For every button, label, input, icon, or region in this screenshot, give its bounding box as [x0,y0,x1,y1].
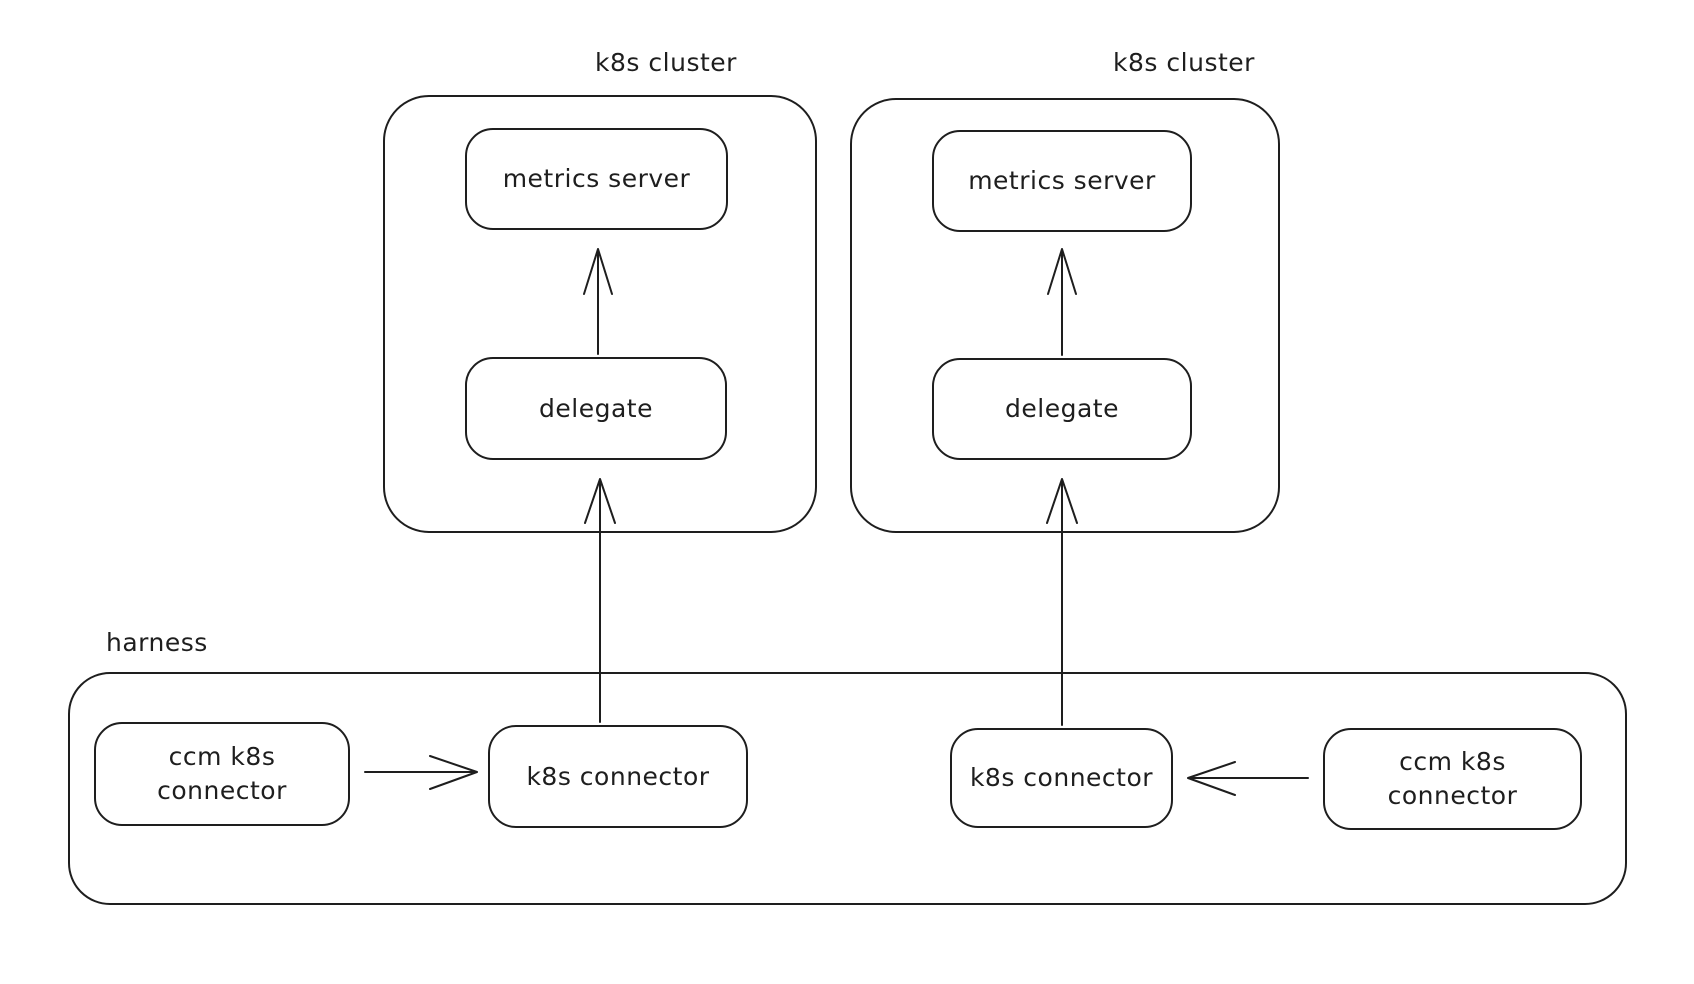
ccm-k8s-connector-node-right: ccm k8s connector [1323,728,1582,830]
k8s-cluster-box-right [850,98,1280,533]
k8s-cluster-label-right: k8s cluster [1113,48,1255,77]
delegate-node-right: delegate [932,358,1192,460]
k8s-connector-node-left: k8s connector [488,725,748,828]
metrics-server-node-left: metrics server [465,128,728,230]
k8s-cluster-box-left [383,95,817,533]
harness-box [68,672,1627,905]
k8s-cluster-label-left: k8s cluster [595,48,737,77]
ccm-k8s-connector-node-left: ccm k8s connector [94,722,350,826]
harness-label: harness [106,628,208,657]
metrics-server-node-right: metrics server [932,130,1192,232]
delegate-node-left: delegate [465,357,727,460]
k8s-connector-node-right: k8s connector [950,728,1173,828]
